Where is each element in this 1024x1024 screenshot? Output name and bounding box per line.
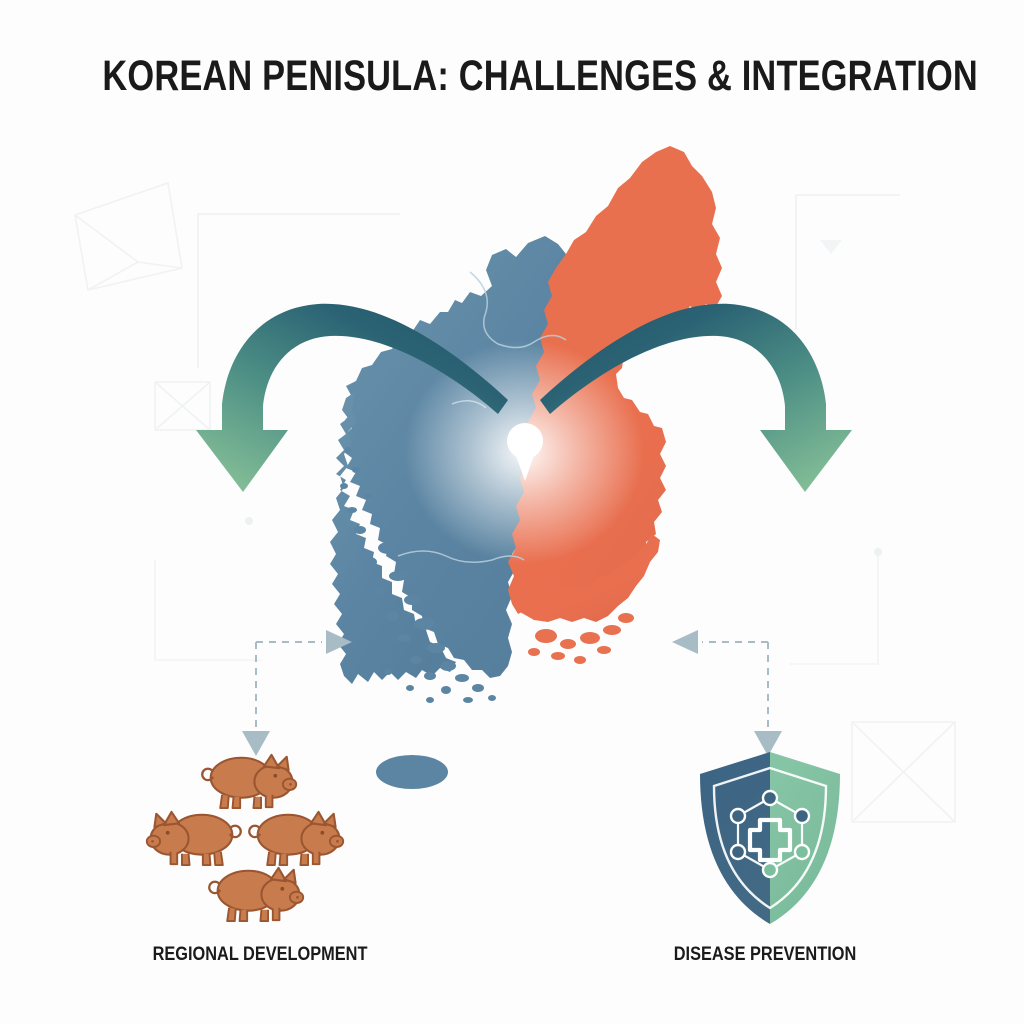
shield-body [700,752,840,924]
right-arrowhead-down [754,731,782,756]
map-south-islands [528,613,634,664]
pig-left [145,810,242,867]
pig-right [248,810,345,867]
pig-bottom [208,866,305,923]
location-pin-marker [507,423,543,481]
caption-disease-prevention: DISEASE PREVENTION [673,944,857,965]
pig-top [201,753,298,810]
map-jeju-island [376,755,448,789]
map-west-islands [340,447,496,703]
square-x-outline-mid-left [154,381,211,431]
shield-health-icon [690,748,850,930]
frame-line-lower-right [790,556,879,665]
small-triangle-decoration [820,240,842,254]
dot-decoration-right [874,548,882,556]
square-x-outline-bottom-right [851,721,956,823]
page-title: KOREAN PENISULA: CHALLENGES & INTEGRATIO… [102,52,978,100]
frame-line-lower-left [154,560,262,661]
network-node-dots [729,789,811,879]
envelope-outline-top-left [74,181,183,291]
left-dashed-connector [255,641,322,730]
right-curved-arrow [540,303,852,492]
pig-herd-icon [130,748,400,928]
caption-regional-development: REGIONAL DEVELOPMENT [152,944,368,965]
dot-decoration-left [245,517,253,525]
right-dashed-connector [702,641,769,730]
left-arrowhead-right [326,630,352,654]
right-arrowhead-left [672,630,698,654]
left-arrowhead-down [242,731,270,756]
left-curved-arrow [196,303,508,492]
medical-cross-icon [747,817,793,863]
shield-inner-outline [712,766,828,910]
